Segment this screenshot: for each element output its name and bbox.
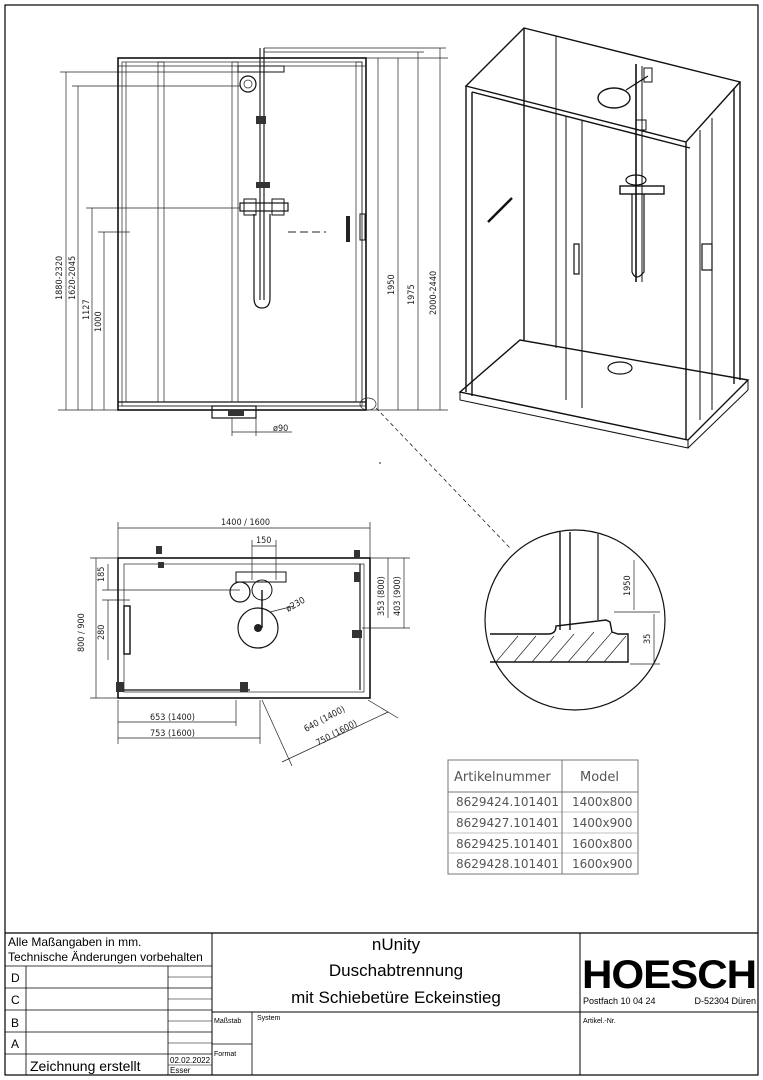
revision-c: C (11, 993, 20, 1007)
dim-1620-2045: 1620-2045 (68, 256, 78, 300)
dim-653-1400: 653 (1400) (150, 713, 195, 723)
drawing-title-line3: mit Schiebetüre Eckeinstieg (291, 988, 501, 1007)
dim-753-1600: 753 (1600) (150, 729, 195, 739)
revision-a: A (11, 1037, 19, 1051)
table-header-model: Model (580, 770, 619, 785)
table-header-artikelnummer: Artikelnummer (454, 770, 551, 785)
artikel-nr-label: Artikel.-Nr. (583, 1018, 616, 1025)
note-dimensions: Alle Maßangaben in mm. (8, 935, 141, 949)
dim-1127: 1127 (82, 299, 92, 320)
drawn-date: 02.02.2022 (170, 1056, 211, 1065)
dim-1950: 1950 (387, 274, 397, 295)
revision-d: D (11, 971, 20, 985)
dim-353: 353 (800) (377, 576, 387, 616)
dim-depth-800-900: 800 / 900 (77, 613, 87, 652)
detail-dim-35: 35 (643, 634, 653, 644)
revision-b: B (11, 1016, 19, 1030)
table-cell-model: 1400x900 (572, 816, 633, 830)
drawing-title-line2: Duschabtrennung (329, 961, 463, 980)
table-cell-model: 1600x900 (572, 857, 633, 871)
dim-diameter-90: ø90 (273, 424, 288, 434)
isometric-view (458, 27, 750, 449)
table-cell-article: 8629424.101401 (456, 795, 559, 809)
plan-view: 1400 / 1600 150 185 280 800 / 900 353 (8… (77, 518, 410, 767)
front-view: 1880-2320 1620-2045 1127 1000 1950 1975 … (55, 47, 448, 436)
format-label: Format (214, 1051, 236, 1058)
dim-2000-2440: 2000-2440 (429, 271, 439, 315)
dim-1880-2320: 1880-2320 (55, 256, 65, 300)
detail-dim-1950: 1950 (623, 575, 633, 596)
table-cell-model: 1400x800 (572, 795, 633, 809)
table-cell-article: 8629425.101401 (456, 837, 559, 851)
massstab-label: Maßstab (214, 1018, 241, 1025)
drawn-label: Zeichnung erstellt (30, 1058, 141, 1074)
dim-width-1400-1600: 1400 / 1600 (221, 518, 270, 528)
drawn-by: Esser (170, 1066, 191, 1075)
address-city: D-52304 Düren (694, 996, 756, 1006)
dim-diameter-230: ø230 (285, 596, 308, 615)
table-cell-article: 8629428.101401 (456, 857, 559, 871)
dim-1975: 1975 (407, 284, 417, 305)
dim-185: 185 (97, 567, 107, 582)
sheet-border (4, 4, 759, 1076)
article-table: Artikelnummer Model 8629424.101401 1400x… (447, 759, 639, 875)
note-changes: Technische Änderungen vorbehalten (8, 950, 203, 964)
dim-403: 403 (900) (393, 576, 403, 616)
title-block: Alle Maßangaben in mm. Technische Änderu… (5, 932, 758, 1075)
hoesch-logo: HOESCH (582, 953, 756, 997)
address-postfach: Postfach 10 04 24 (583, 996, 656, 1006)
dim-280: 280 (97, 625, 107, 640)
dim-1000: 1000 (94, 311, 104, 332)
shower-column (237, 48, 326, 309)
table-cell-model: 1600x800 (572, 837, 633, 851)
system-label: System (257, 1015, 281, 1022)
table-cell-article: 8629427.101401 (456, 816, 559, 830)
dim-150: 150 (256, 536, 271, 546)
detail-view: 1950 35 (359, 397, 666, 711)
drawing-title-product: nUnity (372, 935, 421, 954)
